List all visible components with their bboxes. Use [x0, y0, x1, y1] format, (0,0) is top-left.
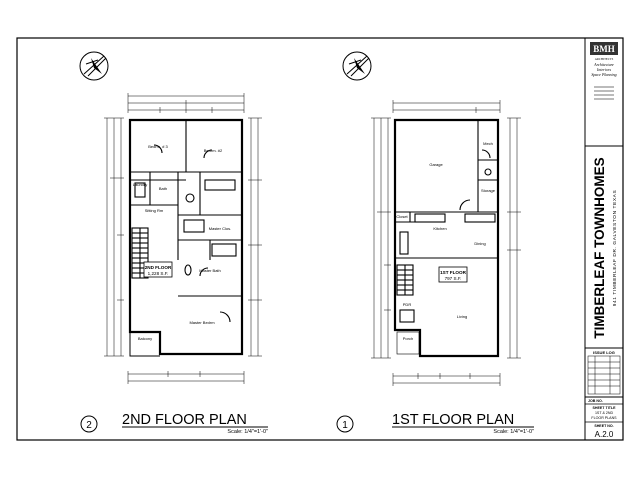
- plan-title: 2ND FLOOR PLAN: [122, 412, 247, 428]
- sheet-border: [16, 37, 624, 441]
- room-garage: Garage: [429, 162, 443, 167]
- plan-scale: Scale: 1/4"=1'-0": [227, 429, 268, 435]
- second-floor-plan: Bedrm. # 3 Bedrm. #2 Laundry Bath Sittin…: [104, 93, 262, 384]
- room-balcony: Balcony: [138, 336, 152, 341]
- room-pdr: PDR: [403, 302, 412, 307]
- sheet-title-label: SHEET TITLE: [593, 406, 617, 410]
- project-name: TIMBERLEAF TOWNHOMES: [592, 157, 607, 338]
- room-sitting: Sitting Rm: [145, 208, 164, 213]
- firm-service-2: Interiors: [596, 67, 611, 72]
- plan-title: 1ST FLOOR PLAN: [392, 412, 514, 428]
- firm-logo-text: BMH: [593, 44, 615, 54]
- room-bedroom-3: Bedrm. # 3: [148, 144, 168, 149]
- room-kitchen: Kitchen: [433, 226, 446, 231]
- room-mech: Mech: [483, 141, 493, 146]
- room-closet: Closet: [396, 214, 408, 219]
- sheet-no-label: SHEET NO.: [594, 424, 613, 428]
- room-bath: Bath: [159, 186, 167, 191]
- room-master-bath: Master Bath: [199, 268, 221, 273]
- plan-number: 2: [86, 420, 92, 431]
- job-no-label: JOB NO.: [588, 399, 603, 403]
- room-storage: Storage: [481, 188, 496, 193]
- issue-log-table: [587, 355, 621, 395]
- room-dining: Dining: [474, 241, 485, 246]
- first-floor-area-box: [438, 266, 468, 283]
- room-porch: Porch: [403, 336, 413, 341]
- first-floor-title-block: 1 1ST FLOOR PLAN Scale: 1/4"=1'-0": [336, 412, 534, 435]
- firm-service-3: Space Planning: [591, 72, 616, 77]
- project-address: 941 TIMBERLEAF DR. GALVESTON TEXAS: [612, 190, 618, 307]
- room-living: Living: [457, 314, 467, 319]
- room-master-bedroom: Master Bedrm: [189, 320, 215, 325]
- title-block: BMH ARCHITECTS Architecture Interiors Sp…: [584, 38, 623, 440]
- sheet-title-line-2: FLOOR PLANS: [591, 416, 617, 420]
- room-bedroom-2: Bedrm. #2: [204, 148, 223, 153]
- second-floor-title-block: 2 2ND FLOOR PLAN Scale: 1/4"=1'-0": [80, 412, 268, 435]
- room-master-closet: Master Clos.: [209, 226, 231, 231]
- room-laundry: Laundry: [133, 182, 147, 187]
- plan-number-marker: [336, 415, 354, 433]
- issue-log-label: ISSUE LOG: [593, 350, 615, 355]
- first-floor-area-label: 1ST FLOOR: [440, 270, 466, 275]
- plan-scale: Scale: 1/4"=1'-0": [493, 429, 534, 435]
- plan-number: 1: [342, 420, 348, 431]
- firm-tagline: ARCHITECTS: [595, 57, 614, 61]
- second-floor-area-box: [143, 261, 173, 278]
- north-arrow-icon: [79, 51, 109, 81]
- sheet-number: A.2.0: [595, 430, 614, 439]
- firm-logo: [590, 42, 618, 55]
- first-floor-area-value: 797 S.F.: [445, 276, 462, 281]
- first-floor-plan: Garage Mech Storage Closet Kitchen Dinin…: [371, 100, 521, 386]
- north-arrow-icon: [342, 51, 372, 81]
- second-floor-area-label: 2ND FLOOR: [145, 265, 172, 270]
- second-floor-area-value: 1,228 S.F.: [148, 271, 169, 276]
- sheet-title-line-1: 1ST & 2ND: [595, 411, 614, 415]
- plan-number-marker: [80, 415, 98, 433]
- firm-service-1: Architecture: [593, 62, 614, 67]
